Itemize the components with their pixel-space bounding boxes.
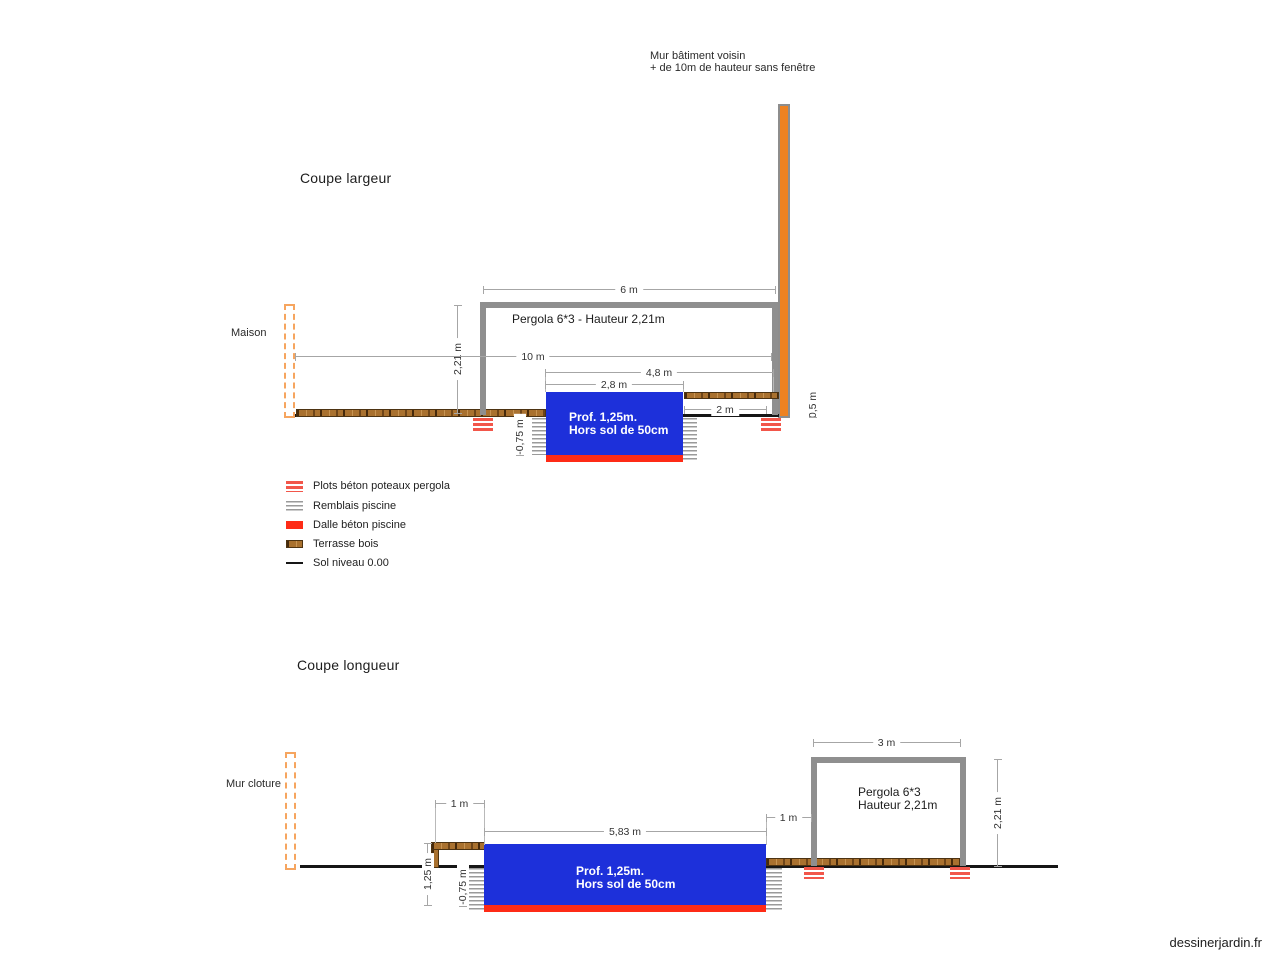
dim-pergola-width-top: 6 m bbox=[483, 284, 776, 296]
pool-depth-line: Prof. 1,25m. bbox=[569, 410, 638, 424]
extension-line bbox=[484, 805, 485, 845]
fence-label: Mur cloture bbox=[226, 778, 282, 790]
pergola-label-line1: Pergola 6*3 bbox=[858, 785, 921, 799]
legend-item-terrasse: Terrasse bois bbox=[286, 537, 378, 551]
pool-text-top: Prof. 1,25m. Hors sol de 50cm bbox=[546, 392, 683, 437]
dim-label: 6 m bbox=[615, 284, 643, 296]
remblais-icon bbox=[286, 500, 303, 512]
dim-deck-to-wall-top: 2 m bbox=[684, 404, 767, 416]
legend-label: Remblais piscine bbox=[313, 500, 397, 512]
pool-above-ground-line: Hors sol de 50cm bbox=[569, 423, 669, 437]
dim-pool-width-top: 2,8 m bbox=[545, 379, 684, 391]
dim-pergola-width-bottom: 3 m bbox=[813, 737, 961, 749]
dim-label: -0,75 m bbox=[514, 413, 526, 460]
dim-label: 2,8 m bbox=[595, 379, 633, 391]
dim-pool-length-bottom: 5,83 m bbox=[484, 826, 767, 838]
footing-left-bottom bbox=[804, 867, 824, 879]
coupe-longueur-title: Coupe longueur bbox=[297, 657, 400, 673]
neighbor-wall-note-line1: Mur bâtiment voisin bbox=[650, 50, 746, 62]
plots-beton-icon bbox=[286, 480, 303, 492]
footing-left-top bbox=[473, 418, 493, 431]
legend-label: Plots béton poteaux pergola bbox=[313, 480, 450, 492]
dim-pergola-height-top: 2,21 m bbox=[452, 305, 464, 414]
maison-label: Maison bbox=[231, 327, 267, 339]
extension-line bbox=[435, 805, 436, 843]
dim-pool-depth-total-bottom: 1,25 m bbox=[422, 843, 434, 906]
dim-below-ground-bottom: -0,75 m bbox=[457, 864, 469, 910]
dim-below-ground-top: -0,75 m bbox=[514, 413, 526, 460]
sol-niveau-icon bbox=[286, 561, 303, 565]
coupe-largeur-title: Coupe largeur bbox=[300, 170, 392, 186]
legend-label: Dalle béton piscine bbox=[313, 519, 406, 531]
pool-text-bottom: Prof. 1,25m. Hors sol de 50cm bbox=[484, 844, 766, 891]
neighbor-wall bbox=[778, 104, 790, 418]
concrete-slab-top bbox=[546, 455, 683, 462]
wood-deck-left bbox=[296, 409, 546, 417]
dim-pool-to-wall-top: 4,8 m bbox=[545, 367, 774, 379]
pool-top-section: Prof. 1,25m. Hors sol de 50cm bbox=[546, 392, 683, 455]
dim-pergola-height-bottom: 2,21 m bbox=[992, 759, 1004, 867]
neighbor-wall-note: Mur bâtiment voisin + de 10m de hauteur … bbox=[650, 50, 815, 74]
dim-label: 2,21 m bbox=[452, 337, 464, 381]
pool-bottom-section: Prof. 1,25m. Hors sol de 50cm bbox=[484, 844, 766, 905]
footing-right-bottom bbox=[950, 867, 970, 879]
footing-right-top bbox=[761, 418, 781, 431]
pergola-label-bottom: Pergola 6*3 Hauteur 2,21m bbox=[858, 786, 937, 812]
backfill-left-top bbox=[532, 418, 546, 455]
wood-deck-right-elevated bbox=[684, 392, 779, 399]
legend-label: Sol niveau 0.00 bbox=[313, 557, 389, 569]
legend-label: Terrasse bois bbox=[313, 538, 379, 550]
pergola-label-top: Pergola 6*3 - Hauteur 2,21m bbox=[512, 312, 665, 326]
dim-label: -0,75 m bbox=[457, 864, 469, 910]
dim-pool-to-pergola-bottom: 1 m bbox=[766, 812, 812, 824]
dim-label: 2,21 m bbox=[992, 791, 1004, 834]
dim-label: 1,25 m bbox=[422, 852, 434, 896]
dim-label: 0,5 m bbox=[807, 386, 819, 423]
fence-wall bbox=[285, 752, 296, 870]
dim-above-ground-top: 0,5 m bbox=[807, 386, 819, 423]
pergola-frame-bottom bbox=[811, 757, 966, 866]
legend-item-dalle: Dalle béton piscine bbox=[286, 518, 406, 532]
legend-item-plots: Plots béton poteaux pergola bbox=[286, 479, 450, 493]
backfill-right-top bbox=[683, 418, 697, 462]
pool-depth-line: Prof. 1,25m. bbox=[576, 864, 645, 878]
backfill-right-bottom bbox=[766, 868, 782, 911]
backfill-left-bottom bbox=[468, 868, 484, 911]
terrasse-bois-icon bbox=[286, 540, 303, 548]
extension-line bbox=[773, 373, 774, 392]
concrete-slab-bottom bbox=[484, 905, 766, 912]
dim-label: 2 m bbox=[711, 404, 739, 416]
dalle-beton-icon bbox=[286, 521, 303, 529]
maison-wall bbox=[284, 304, 295, 418]
dim-label: 5,83 m bbox=[603, 826, 647, 838]
watermark: dessinerjardin.fr bbox=[1169, 935, 1263, 950]
pergola-label-line2: Hauteur 2,21m bbox=[858, 798, 938, 812]
legend-item-sol: Sol niveau 0.00 bbox=[286, 556, 389, 570]
neighbor-wall-note-line2: + de 10m de hauteur sans fenêtre bbox=[650, 62, 816, 74]
wood-deck-pergola-bottom bbox=[766, 858, 960, 866]
pool-above-ground-line: Hors sol de 50cm bbox=[576, 877, 676, 891]
legend-item-remblais: Remblais piscine bbox=[286, 499, 396, 513]
dim-label: 1 m bbox=[445, 798, 474, 810]
dim-label: 3 m bbox=[872, 737, 901, 749]
dim-deck-width-bottom: 1 m bbox=[435, 798, 485, 810]
wood-deck-left-bottom bbox=[431, 842, 485, 850]
pergola-frame-top bbox=[480, 302, 778, 415]
dim-label: 4,8 m bbox=[640, 367, 678, 379]
dim-label: 1 m bbox=[774, 812, 803, 824]
dim-total-width-top: 10 m bbox=[295, 351, 772, 363]
dim-label: 10 m bbox=[516, 351, 550, 363]
